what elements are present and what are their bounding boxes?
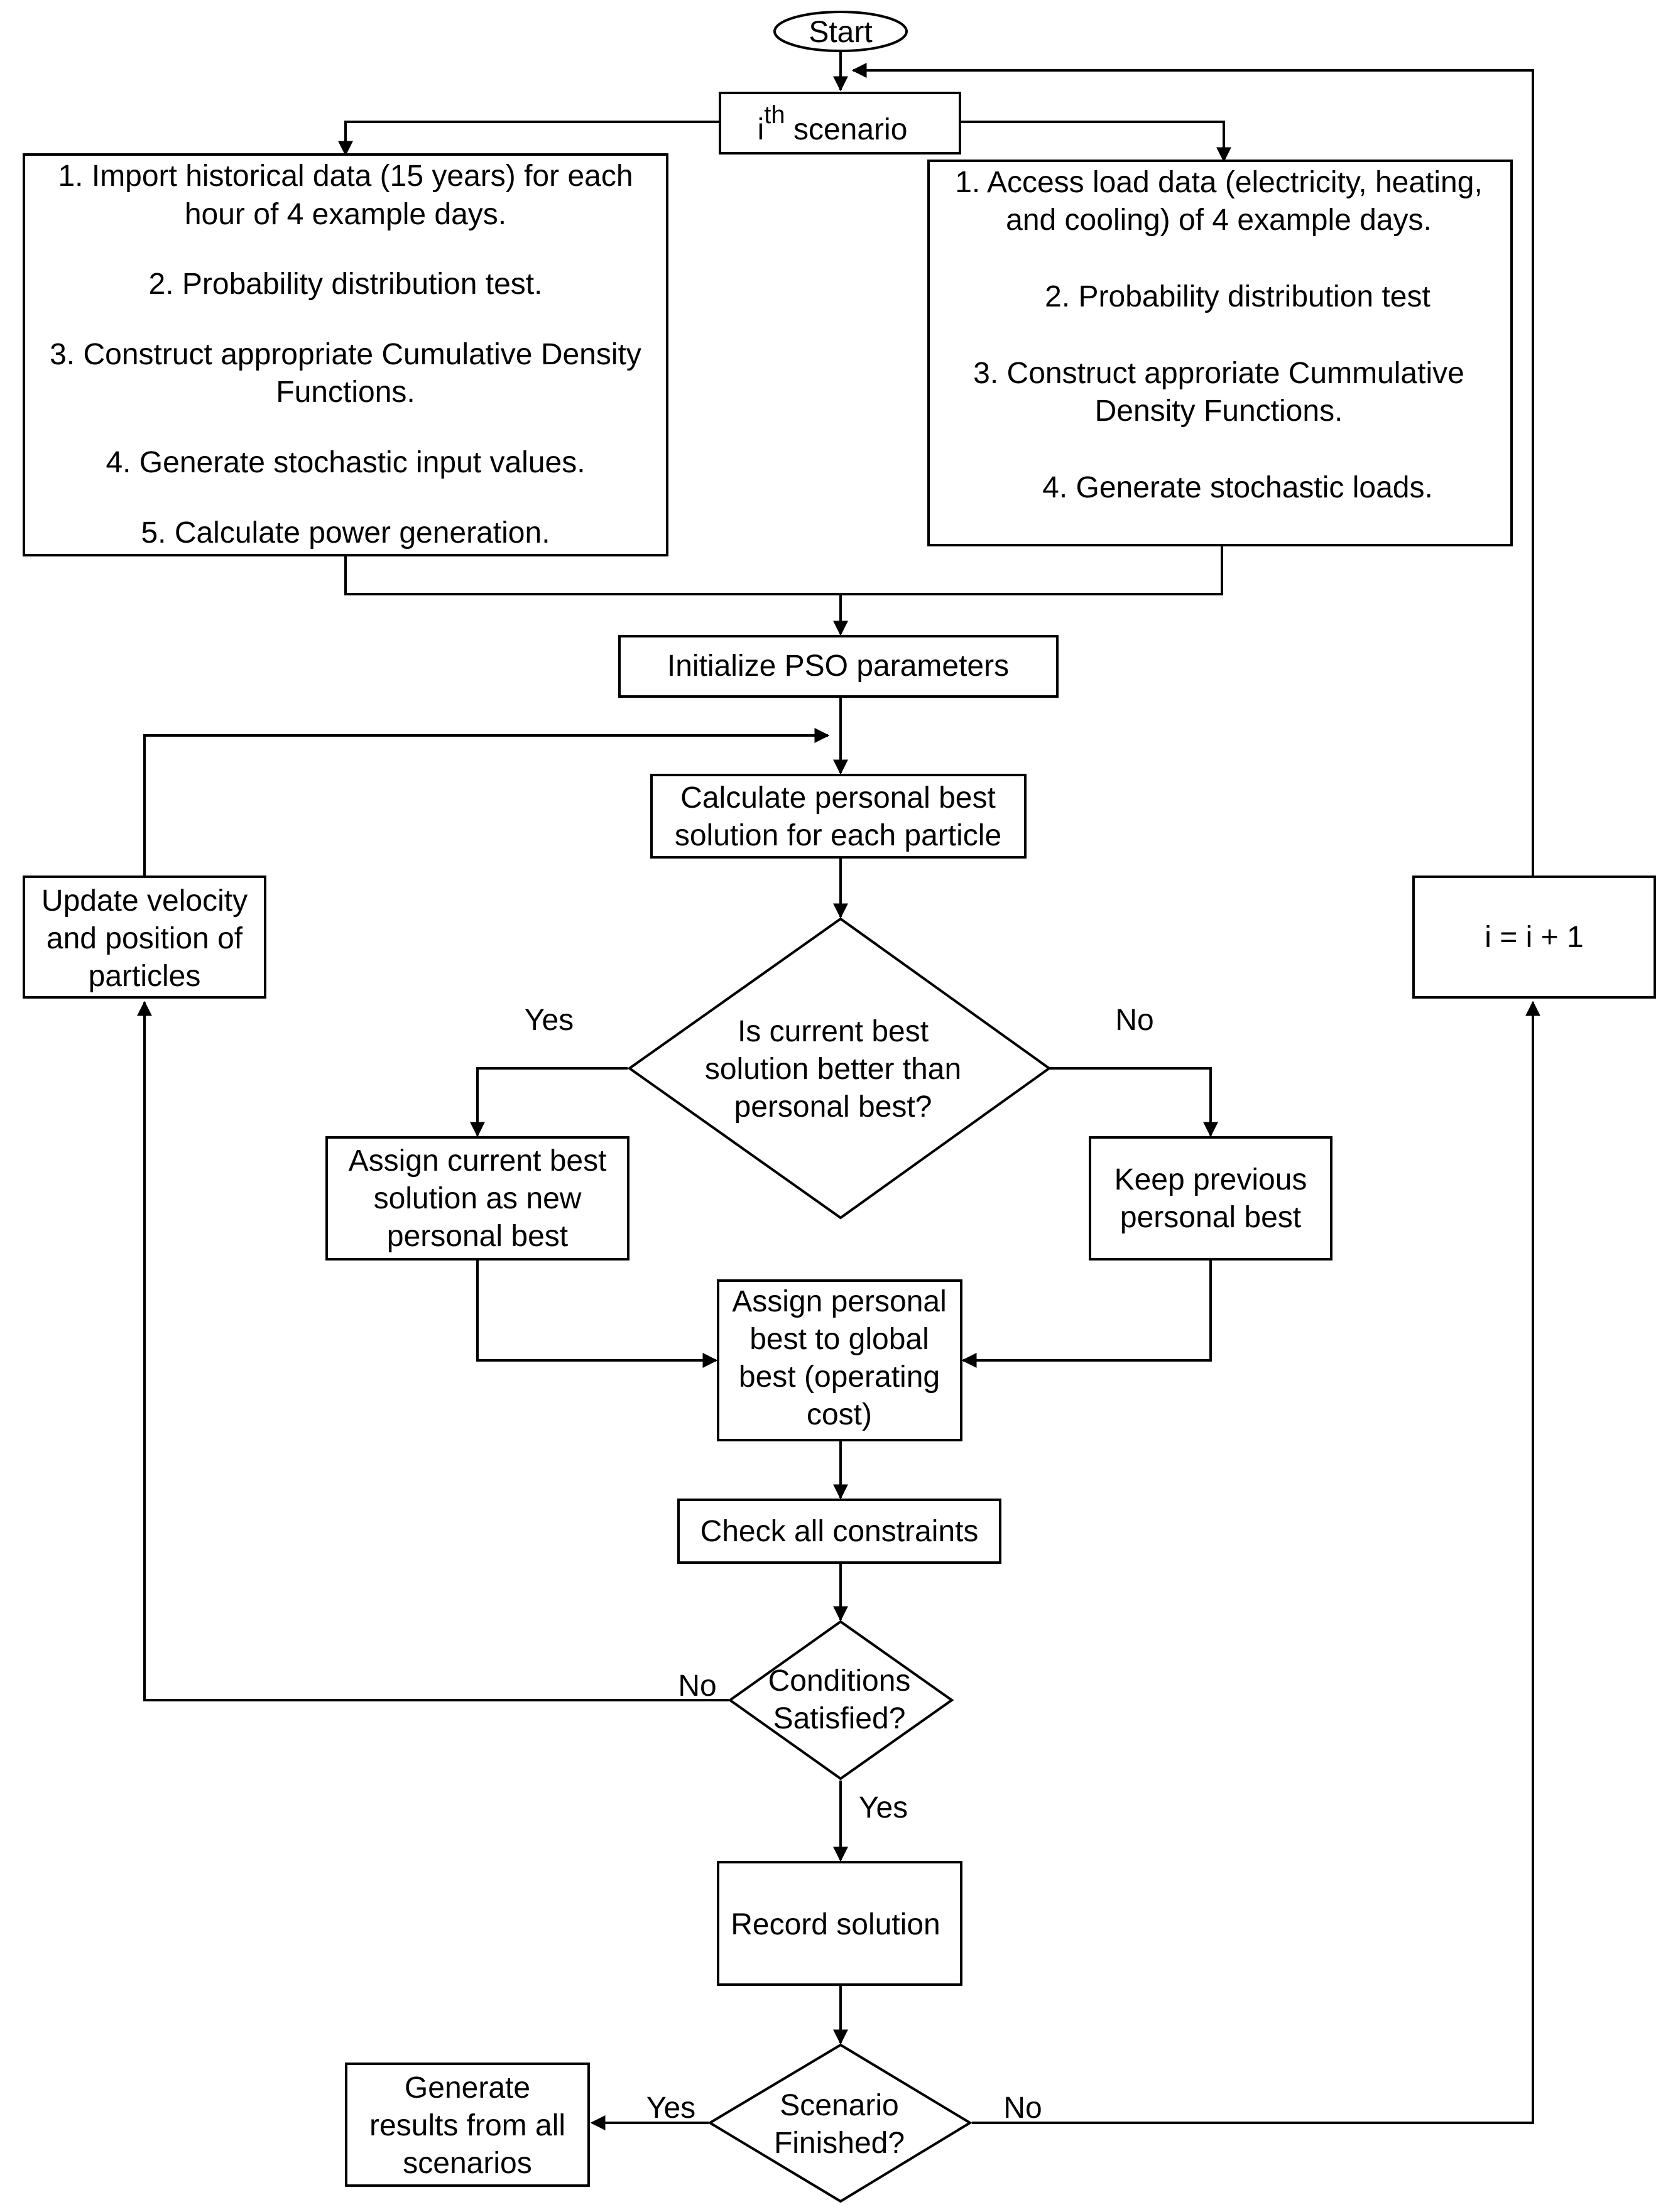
assign-global-line-3: best (operating [739,1360,940,1394]
generate-results-node: Generate results from all scenarios [345,2063,590,2187]
keep-previous-line-1: Keep previous [1114,1163,1307,1196]
decision-better-line-3: personal best? [734,1090,932,1124]
decision-finished-line-2: Finished? [774,2127,905,2160]
right-process-block: 1. Access load data (electricity, heatin… [927,160,1513,546]
calc-pbest-node: Calculate personal best solution for eac… [650,774,1027,859]
decision-conditions-line-1: Conditions [768,1664,911,1698]
edge-assign-to-global [476,1259,718,1368]
start-node: Start [773,11,908,52]
assign-global-line-1: Assign personal [732,1285,947,1318]
record-solution-node: Record solution [717,1861,962,1986]
right-step-3a: 3. Construct approriate Cummulative [973,357,1464,390]
edge-increment-to-scenario-loop [851,63,1534,877]
right-step-4: 4. Generate stochastic loads. [1042,471,1433,504]
decision-conditions-node: Conditions Satisfied? [728,1620,954,1781]
decision-better-line-1: Is current best [738,1015,929,1048]
decision-finished-line-1: Scenario [780,2089,898,2122]
check-constraints-label: Check all constraints [700,1515,979,1548]
generate-results-line-3: scenarios [403,2147,531,2180]
connectors [137,52,1540,2130]
edge-scenario-to-right-block [960,121,1231,163]
assign-global-line-2: best to global [749,1323,929,1356]
label-conditions-yes: Yes [859,1791,908,1824]
label-finished-no: No [1003,2091,1042,2125]
label-better-no: No [1115,1004,1153,1037]
increment-label: i = i + 1 [1485,921,1583,954]
edge-labels: Yes No No Yes Yes No [525,1004,1154,2125]
decision-better-line-2: solution better than [705,1053,961,1086]
label-better-yes: Yes [525,1004,574,1037]
edge-keep-to-global [961,1259,1212,1368]
init-pso-label: Initialize PSO parameters [667,649,1009,683]
left-step-5: 5. Calculate power generation. [141,516,550,550]
edge-decision-yes-to-assign [470,1067,628,1137]
edge-conditions-no-to-update [137,1000,729,1701]
assign-current-line-1: Assign current best [349,1144,607,1178]
left-step-3a: 3. Construct appropriate Cumulative Dens… [50,338,641,371]
edge-decision-no-to-keep [1049,1067,1218,1137]
label-conditions-no: No [678,1669,716,1703]
update-velocity-line-2: and position of [46,922,243,955]
edge-left-block-to-merge [344,555,841,595]
left-step-1b: hour of 4 example days. [185,198,506,231]
update-velocity-node: Update velocity and position of particle… [23,876,266,999]
left-step-1a: 1. Import historical data (15 years) for… [58,160,633,193]
scenario-node: ith scenario [719,92,961,155]
keep-previous-line-2: personal best [1120,1201,1301,1234]
right-step-1a: 1. Access load data (electricity, heatin… [955,166,1483,199]
assign-global-node: Assign personal best to global best (ope… [717,1279,962,1441]
edge-finished-no-to-increment [972,1000,1540,2124]
record-solution-label: Record solution [731,1908,940,1941]
decision-finished-node: Scenario Finished? [707,2043,973,2203]
start-label: Start [809,16,872,49]
left-step-3b: Functions. [276,376,415,409]
calc-pbest-line-2: solution for each particle [675,819,1001,852]
edge-update-to-calc-loop [143,728,830,877]
left-step-4: 4. Generate stochastic input values. [106,446,585,479]
keep-previous-node: Keep previous personal best [1089,1136,1332,1261]
label-finished-yes: Yes [646,2091,695,2125]
check-constraints-node: Check all constraints [677,1499,1001,1564]
assign-global-line-4: cost) [807,1398,872,1431]
assign-current-line-3: personal best [387,1220,568,1253]
scenario-label: ith scenario [758,101,908,146]
calc-pbest-line-1: Calculate personal best [680,781,996,815]
left-step-2: 2. Probability distribution test. [149,268,543,301]
edge-scenario-to-left-block [338,121,720,156]
right-step-2: 2. Probability distribution test [1045,280,1430,313]
generate-results-line-1: Generate [405,2071,530,2105]
init-pso-node: Initialize PSO parameters [618,635,1059,698]
update-velocity-line-3: particles [89,960,201,993]
left-process-block: 1. Import historical data (15 years) for… [23,153,668,556]
assign-current-line-2: solution as new [374,1182,582,1215]
edge-right-block-to-merge [841,545,1223,595]
right-step-1b: and cooling) of 4 example days. [1006,203,1432,237]
increment-node: i = i + 1 [1412,876,1656,999]
decision-better-node: Is current best solution better than per… [627,917,1052,1220]
decision-conditions-line-2: Satisfied? [773,1702,906,1735]
right-step-3b: Density Functions. [1095,394,1343,428]
assign-current-node: Assign current best solution as new pers… [325,1136,629,1261]
generate-results-line-2: results from all [369,2109,565,2142]
update-velocity-line-1: Update velocity [41,884,248,918]
